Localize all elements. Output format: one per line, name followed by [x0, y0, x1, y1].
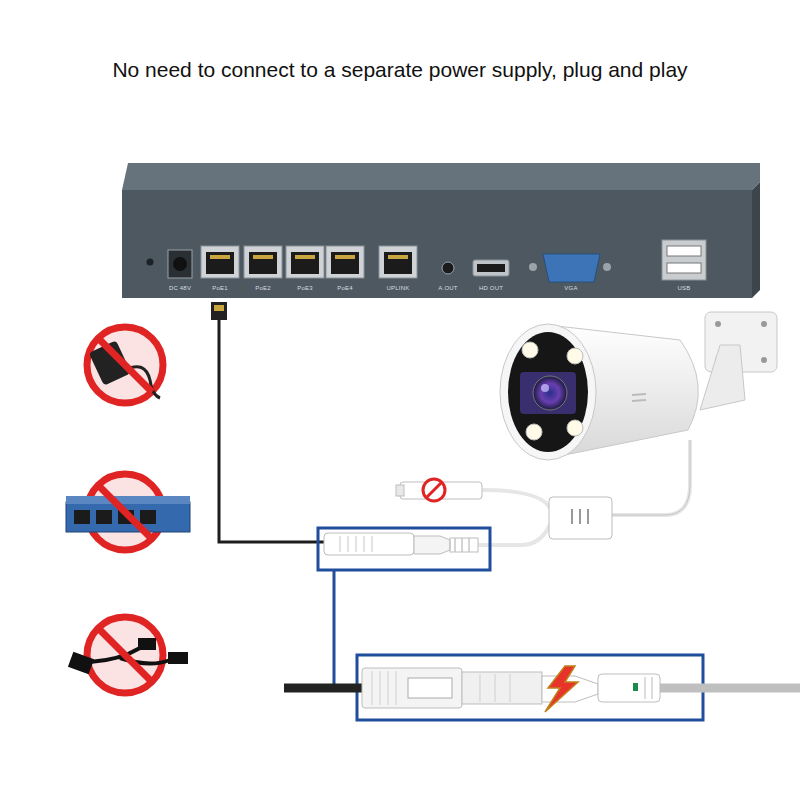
- port-label: PoE3: [297, 285, 312, 291]
- port-label: PoE4: [337, 285, 352, 291]
- port-label: DC 48V: [169, 285, 191, 291]
- port-label: A.OUT: [438, 285, 457, 291]
- title: No need to connect to a separate power s…: [0, 58, 800, 82]
- no-power-adapter: [87, 327, 163, 403]
- camera-pigtail: [324, 440, 690, 555]
- port-label: USB: [678, 285, 691, 291]
- connector-detail: [284, 666, 800, 712]
- port-label: HD OUT: [479, 285, 503, 291]
- port-label: PoE1: [212, 285, 227, 291]
- bullet-camera: [500, 312, 777, 460]
- port-label: VGA: [564, 285, 577, 291]
- callout-frame: [318, 528, 703, 720]
- port-label: UPLINK: [387, 285, 410, 291]
- no-splitter: [68, 617, 188, 693]
- nvr-recorder: [122, 163, 760, 298]
- poe-cable: [211, 302, 324, 542]
- port-label: PoE2: [255, 285, 270, 291]
- no-switch: [66, 474, 190, 550]
